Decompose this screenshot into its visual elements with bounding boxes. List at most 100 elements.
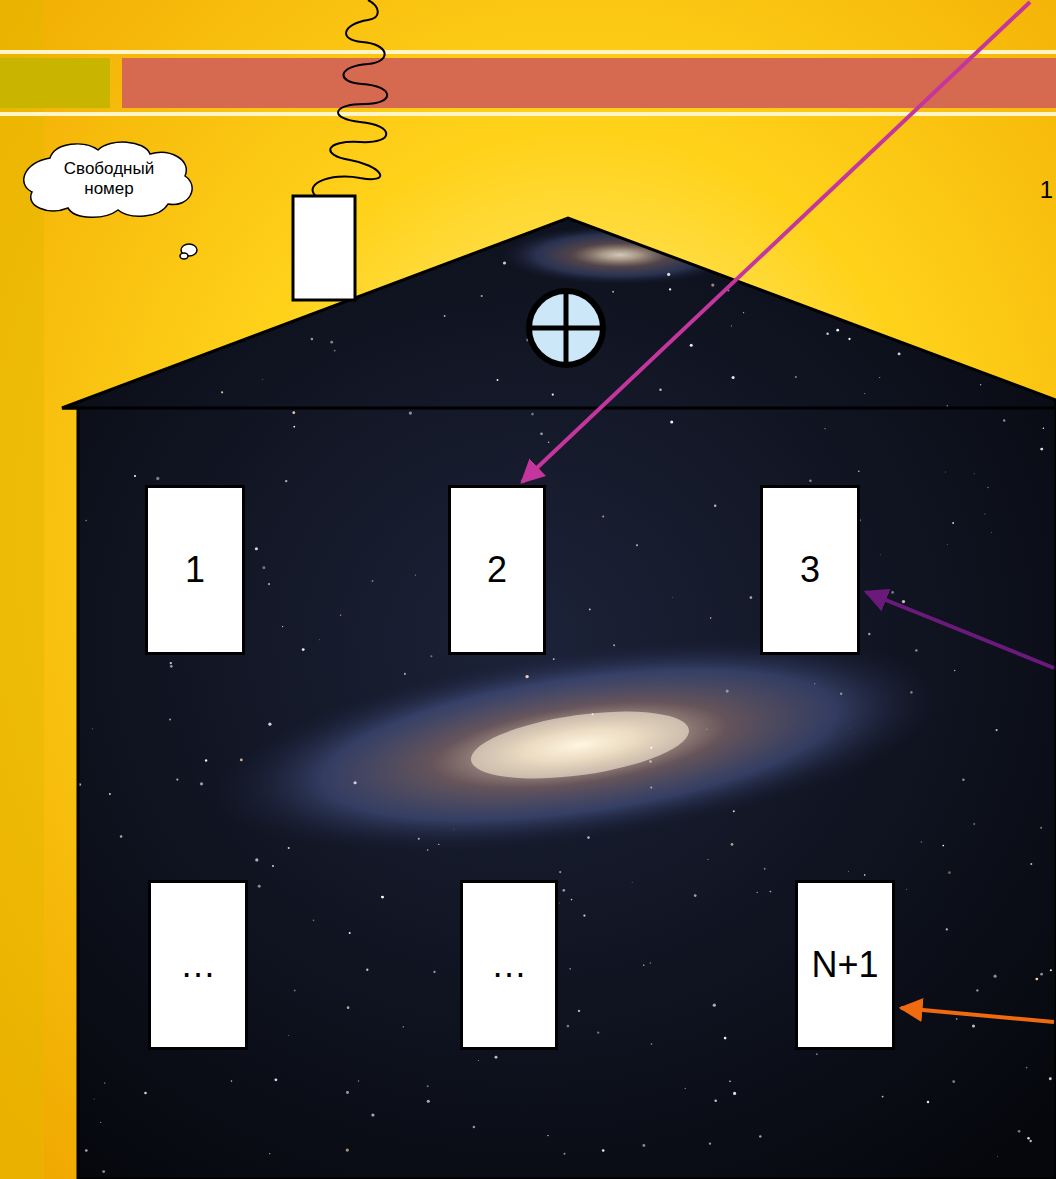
star bbox=[552, 393, 554, 395]
star bbox=[848, 727, 850, 729]
star bbox=[366, 969, 368, 971]
star bbox=[903, 311, 905, 313]
star bbox=[814, 683, 815, 684]
star bbox=[643, 965, 644, 966]
star bbox=[62, 715, 63, 716]
star bbox=[272, 865, 274, 867]
star bbox=[858, 470, 860, 472]
room-box: 3 bbox=[760, 485, 860, 655]
star bbox=[706, 728, 708, 730]
star bbox=[497, 379, 499, 381]
room-box: N+1 bbox=[795, 880, 895, 1050]
star bbox=[548, 441, 550, 443]
star bbox=[882, 1096, 884, 1098]
slide-text: 1 bbox=[1040, 176, 1053, 204]
star bbox=[733, 1092, 736, 1095]
star bbox=[258, 885, 261, 888]
star bbox=[602, 1149, 605, 1152]
star bbox=[669, 288, 671, 290]
star bbox=[944, 471, 946, 473]
star bbox=[73, 379, 75, 381]
star bbox=[714, 1099, 717, 1102]
star bbox=[354, 781, 357, 784]
star bbox=[120, 835, 123, 838]
thought-cloud: Свободный номер bbox=[20, 140, 198, 218]
star bbox=[233, 232, 235, 234]
room-box: … bbox=[148, 880, 248, 1050]
star bbox=[836, 329, 839, 332]
star bbox=[117, 244, 120, 247]
star bbox=[1040, 827, 1042, 829]
star bbox=[1035, 978, 1038, 981]
star bbox=[956, 1018, 958, 1020]
star bbox=[973, 823, 975, 825]
star bbox=[708, 859, 709, 860]
star bbox=[825, 428, 826, 429]
star bbox=[231, 1080, 233, 1082]
star bbox=[690, 344, 693, 347]
star bbox=[102, 1170, 105, 1173]
star bbox=[764, 868, 766, 870]
star bbox=[962, 778, 965, 781]
star bbox=[553, 658, 555, 660]
star bbox=[372, 580, 374, 582]
star bbox=[938, 221, 940, 223]
star bbox=[473, 1126, 476, 1129]
star bbox=[711, 284, 714, 287]
star bbox=[891, 591, 894, 594]
star bbox=[559, 871, 561, 873]
star bbox=[63, 307, 66, 310]
star bbox=[346, 1091, 349, 1094]
star bbox=[995, 729, 997, 731]
star bbox=[116, 274, 117, 275]
star bbox=[668, 223, 670, 225]
star bbox=[1040, 448, 1043, 451]
star bbox=[567, 1025, 570, 1028]
star bbox=[170, 662, 172, 664]
star bbox=[293, 426, 295, 428]
star bbox=[848, 338, 850, 340]
star bbox=[826, 332, 829, 335]
star bbox=[613, 644, 615, 646]
room-box: 2 bbox=[448, 485, 546, 655]
star bbox=[952, 1080, 955, 1083]
room-box: 1 bbox=[145, 485, 245, 655]
star bbox=[358, 1080, 359, 1081]
star bbox=[659, 389, 661, 391]
star bbox=[731, 325, 732, 326]
star bbox=[61, 669, 63, 671]
star bbox=[547, 1135, 548, 1136]
star bbox=[144, 1092, 147, 1095]
star bbox=[636, 544, 638, 546]
star bbox=[724, 1037, 727, 1040]
star bbox=[809, 479, 812, 482]
star bbox=[415, 574, 416, 575]
star bbox=[274, 1078, 277, 1081]
star bbox=[503, 261, 506, 264]
star bbox=[592, 713, 594, 715]
star bbox=[898, 352, 901, 355]
star bbox=[269, 1153, 270, 1154]
star bbox=[732, 376, 735, 379]
star bbox=[709, 1143, 711, 1145]
star bbox=[816, 1053, 818, 1055]
star bbox=[864, 874, 866, 876]
star bbox=[268, 723, 271, 726]
star bbox=[1043, 428, 1044, 429]
star bbox=[156, 477, 159, 480]
star bbox=[578, 1010, 580, 1012]
star bbox=[347, 1006, 350, 1009]
star bbox=[236, 322, 238, 324]
star bbox=[371, 1113, 374, 1116]
star bbox=[650, 747, 652, 749]
star bbox=[569, 968, 571, 970]
star bbox=[772, 234, 773, 235]
room-number: 1 bbox=[185, 549, 205, 591]
star bbox=[927, 1101, 930, 1104]
star bbox=[714, 504, 716, 506]
star bbox=[879, 554, 881, 556]
star bbox=[109, 793, 111, 795]
star bbox=[330, 341, 333, 344]
star bbox=[196, 239, 199, 242]
star bbox=[403, 1026, 404, 1027]
